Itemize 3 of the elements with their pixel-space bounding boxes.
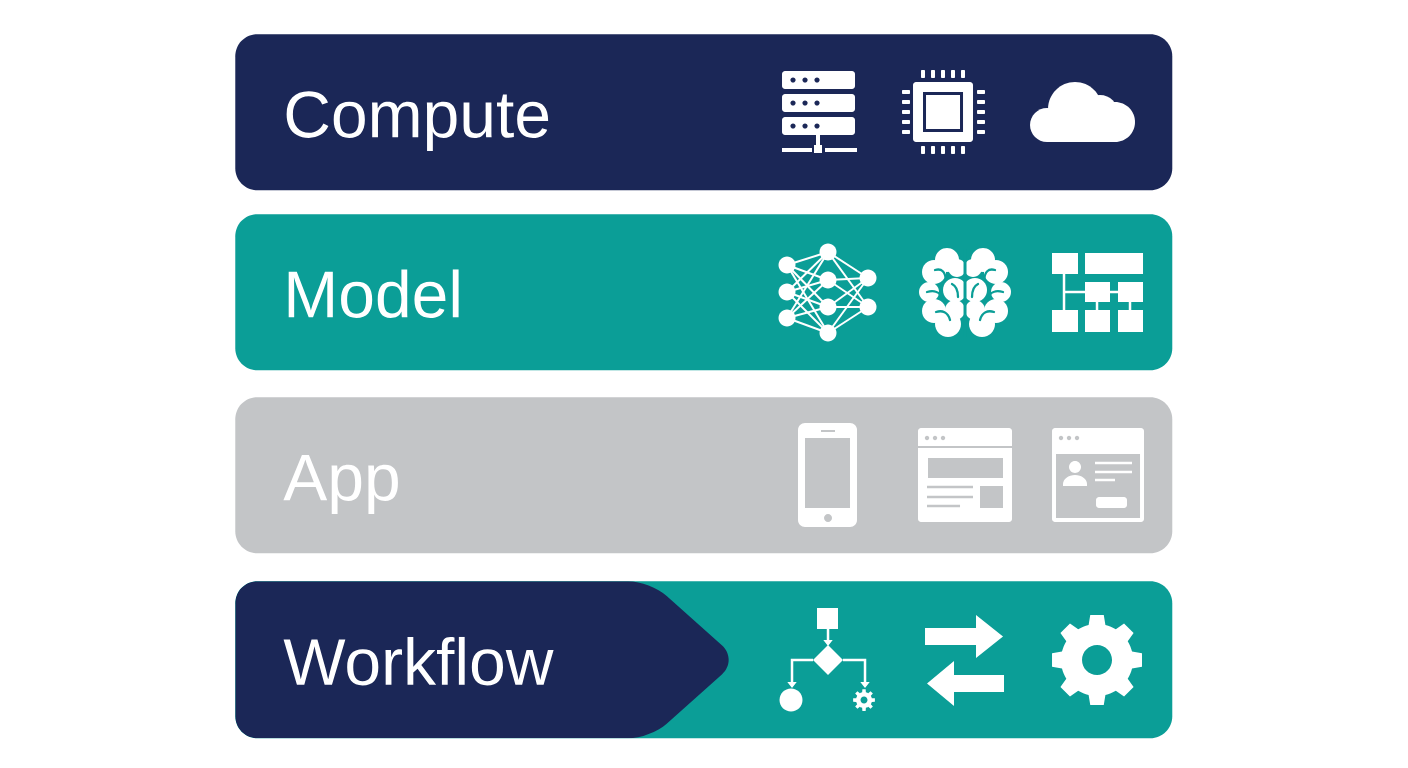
layer-band: Compute xyxy=(235,34,1173,191)
layer-band: Model xyxy=(235,214,1173,371)
layer-band: Workflow xyxy=(235,581,1173,739)
